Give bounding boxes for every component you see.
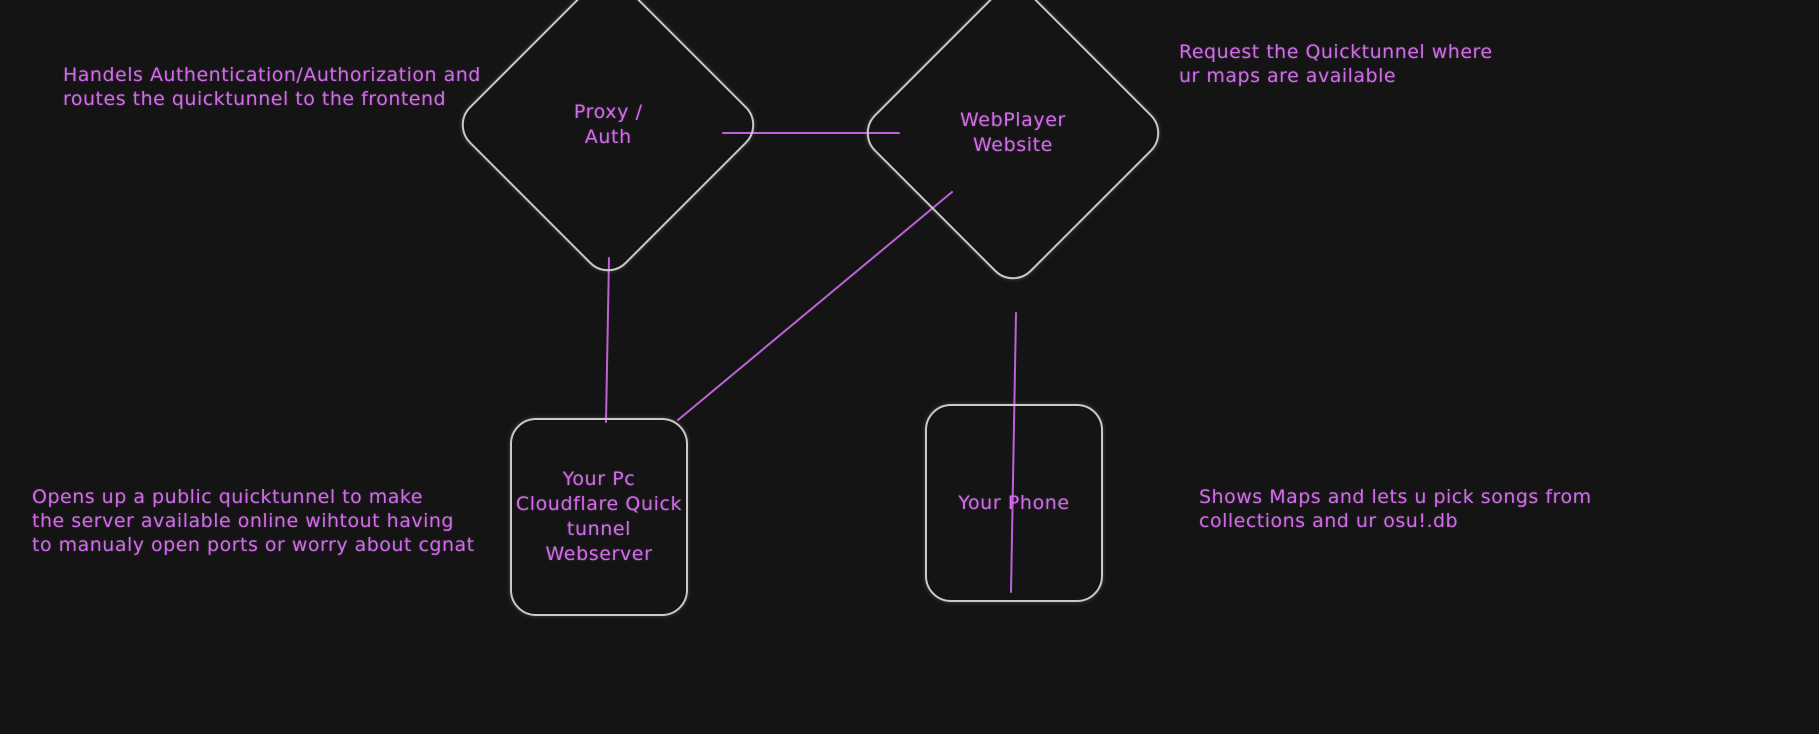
annotation-your-pc: Opens up a public quicktunnel to make th… <box>32 486 475 556</box>
node-your-phone-label: Your Phone <box>958 491 1070 514</box>
node-your-pc[interactable]: Your Pc Cloudflare Quick tunnel Webserve… <box>510 418 688 616</box>
edge-webplayer-to-your-pc <box>677 191 953 421</box>
node-webplayer-website[interactable]: WebPlayer Website <box>856 0 1170 290</box>
annotation-proxy-auth: Handels Authentication/Authorization and… <box>63 64 481 110</box>
annotation-your-phone: Shows Maps and lets u pick songs from co… <box>1199 486 1592 532</box>
node-proxy-auth[interactable]: Proxy / Auth <box>451 0 765 282</box>
node-your-phone[interactable]: Your Phone <box>925 404 1103 602</box>
node-webplayer-website-label: WebPlayer Website <box>960 108 1066 156</box>
node-your-pc-label: Your Pc Cloudflare Quick tunnel Webserve… <box>515 468 683 565</box>
edge-proxy-auth-to-your-pc <box>605 257 610 423</box>
node-proxy-auth-label: Proxy / Auth <box>573 100 643 148</box>
annotation-webplayer: Request the Quicktunnel where ur maps ar… <box>1179 41 1493 87</box>
